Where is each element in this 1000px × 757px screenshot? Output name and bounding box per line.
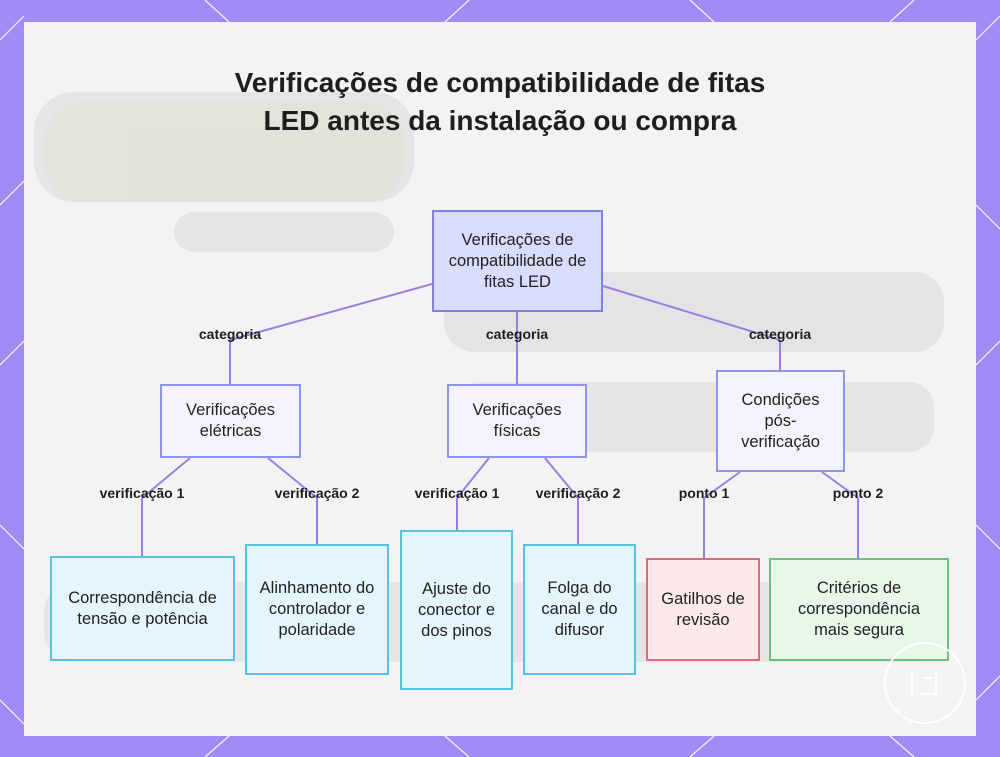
leaf-node-controller-polarity: Alinhamento do controlador e polaridade (245, 544, 389, 675)
category-label-electrical: Verificações elétricas (186, 401, 275, 440)
leaf-node-channel-diffuser: Folga do canal e do difusor (523, 544, 636, 675)
leaf-label-channel-diffuser: Folga do canal e do difusor (541, 579, 618, 639)
edge-root-post (602, 285, 781, 341)
leaf-label-controller-polarity: Alinhamento do controlador e polaridade (259, 579, 375, 639)
leaf-label-review-triggers: Gatilhos de revisão (661, 589, 745, 629)
edge-label-ponto-2: ponto 2 (832, 485, 884, 501)
edge-label-ponto-1: ponto 1 (678, 485, 730, 501)
edge-label-categoria-2: categoria (485, 326, 549, 342)
root-node-label: Verificações de compatibilidade de fitas… (448, 230, 587, 291)
connector-lines (141, 283, 859, 558)
edge-electrical-leaf2 (267, 457, 318, 499)
category-label-post-check: Condições pós-verificação (741, 390, 820, 451)
leaf-label-connector-pins: Ajuste do conector e dos pinos (417, 579, 496, 640)
edge-label-verificacao-2a: verificação 2 (274, 485, 360, 501)
category-node-electrical: Verificações elétricas (160, 384, 301, 458)
leaf-node-voltage-power: Correspondência de tensão e potência (50, 556, 235, 661)
leaf-label-safer-match: Critérios de correspondência mais segura (798, 579, 920, 639)
watermark-logo-icon (884, 642, 966, 724)
edge-label-verificacao-2b: verificação 2 (535, 485, 621, 501)
diagram-canvas: Verificações de compatibilidade de fitas… (24, 22, 976, 736)
edge-label-categoria-3: categoria (748, 326, 812, 342)
category-label-physical: Verificações físicas (472, 401, 562, 440)
edge-post-leaf2 (821, 471, 859, 499)
edge-label-verificacao-1a: verificação 1 (99, 485, 185, 501)
category-node-post-check: Condições pós-verificação (716, 370, 845, 472)
edge-physical-leaf1 (456, 457, 490, 499)
edge-post-leaf1 (703, 471, 741, 499)
edge-label-categoria-1: categoria (198, 326, 262, 342)
edge-root-electrical (229, 283, 433, 341)
category-node-physical: Verificações físicas (447, 384, 587, 458)
leaf-label-voltage-power: Correspondência de tensão e potência (68, 588, 217, 628)
edge-physical-leaf2 (544, 457, 579, 499)
edge-label-verificacao-1b: verificação 1 (414, 485, 500, 501)
diagram-title: Verificações de compatibilidade de fitas… (234, 67, 766, 136)
edge-electrical-leaf1 (141, 457, 191, 499)
leaf-node-connector-pins: Ajuste do conector e dos pinos (400, 530, 513, 690)
leaf-node-review-triggers: Gatilhos de revisão (646, 558, 760, 661)
root-node: Verificações de compatibilidade de fitas… (432, 210, 603, 312)
